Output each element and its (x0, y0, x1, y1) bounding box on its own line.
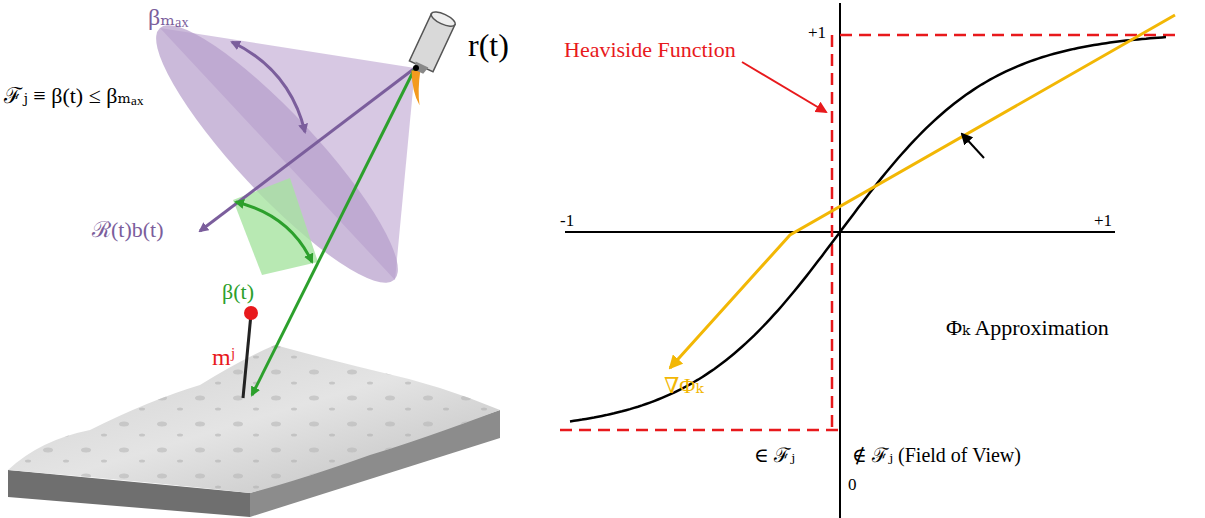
position-label: r(t) (468, 28, 509, 63)
constraint-label: ℱⱼ ≡ β(t) ≤ βₘₐₓ (4, 84, 143, 108)
spacecraft (394, 9, 459, 105)
region-label: ∉ ℱⱼ (Field of View) (852, 444, 1021, 466)
approx-leader (962, 134, 984, 158)
landmark-post (243, 314, 251, 398)
line-of-sight-arrow (252, 68, 415, 395)
tick-label: +1 (1094, 212, 1112, 231)
plot (560, 3, 1180, 518)
tick-label: +1 (808, 24, 826, 43)
boresight-arrow (200, 68, 415, 231)
function-label: Heaviside Function (564, 38, 736, 62)
beta-arc (236, 202, 312, 262)
tick-label: -1 (560, 212, 574, 231)
field-of-view-cone (130, 1, 423, 307)
gradient-arrow (670, 15, 1175, 368)
landmark-dot (244, 306, 258, 320)
gradient-label: ∇Φₖ (664, 374, 703, 398)
heaviside-leader (742, 62, 826, 112)
region-label: ∈ ℱⱼ (754, 444, 795, 466)
terrain-block (8, 345, 500, 517)
angle-label: β(t) (222, 280, 254, 304)
curve-label: Φₖ Approximation (946, 316, 1109, 340)
landmark-label: mʲ (212, 344, 234, 370)
beta-max-arc (232, 42, 305, 132)
angle-label: βₘₐₓ (148, 4, 188, 30)
boresight-label: ℛ(t)b(t) (92, 218, 164, 242)
tick-label: 0 (848, 476, 857, 495)
sigmoid-curve (570, 37, 1166, 421)
